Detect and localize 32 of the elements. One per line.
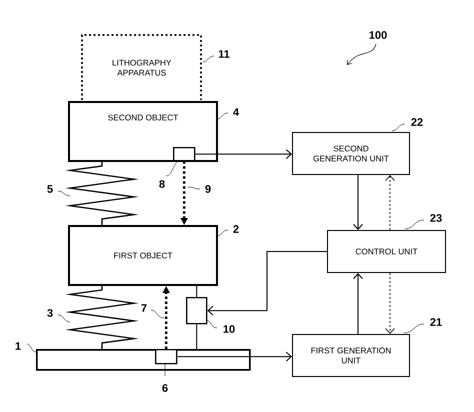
reference-numeral: 1 (16, 342, 36, 352)
unit-box: FIRST GENERATION UNIT (292, 334, 410, 377)
reference-numeral: 8 (159, 160, 180, 188)
reference-numeral: 22 (392, 118, 423, 132)
arrow (176, 352, 292, 362)
sensor-box (173, 147, 196, 162)
reference-numeral: 7 (141, 304, 164, 318)
reference-numeral: 4 (216, 108, 239, 120)
base-plate (36, 348, 251, 371)
unit-box: SECOND GENERATION UNIT (292, 132, 410, 175)
sensor-box (155, 349, 178, 364)
arrow (353, 273, 363, 334)
reference-numeral: 6 (162, 364, 168, 392)
arrow (353, 174, 363, 230)
reference-numeral: 10 (206, 320, 235, 333)
reference-numeral: 21 (404, 318, 442, 334)
unit-box: CONTROL UNIT (327, 230, 446, 273)
arrow (194, 149, 292, 160)
actuator-box (186, 297, 208, 324)
reference-numeral: 3 (47, 309, 70, 322)
reference-numeral: 5 (47, 185, 70, 196)
reference-numeral: 100 (370, 31, 387, 39)
object-box: SECOND OBJECT (68, 101, 218, 162)
object-box: FIRST OBJECT (68, 225, 218, 286)
reference-numeral: 23 (404, 214, 442, 230)
arrow (207, 251, 328, 316)
arrow (385, 272, 395, 334)
reference-numeral: 11 (202, 50, 230, 62)
apparatus-box: LITHOGRAPHY APPARATUS (81, 34, 202, 100)
reference-numeral: 2 (216, 225, 239, 236)
arrow (385, 175, 395, 230)
reference-numeral: 9 (188, 185, 211, 193)
